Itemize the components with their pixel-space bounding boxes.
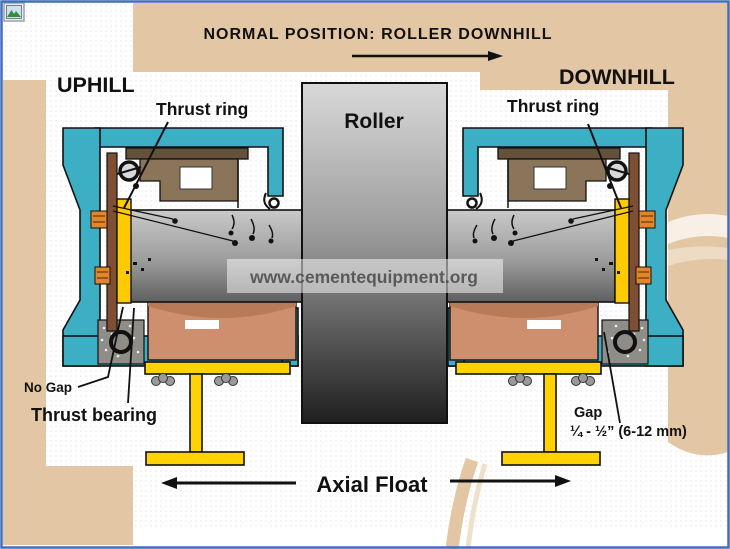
no-gap-pointer <box>77 306 124 388</box>
right-band-stripe-light <box>668 214 728 244</box>
bottom-swoosh <box>445 457 479 549</box>
thrust-bearing-pointer <box>127 307 135 404</box>
uphill-label: UPHILL <box>57 73 135 97</box>
gap-pointer <box>603 331 621 424</box>
downhill-label: DOWNHILL <box>559 65 675 89</box>
axial-float-label: Axial Float <box>316 472 428 497</box>
right-band-stripe-mid <box>668 246 728 266</box>
watermark-band <box>227 259 503 293</box>
thrust-bearing-label: Thrust bearing <box>31 405 157 425</box>
no-gap-label: No Gap <box>24 380 72 395</box>
thrust-ring-left-label: Thrust ring <box>156 99 248 119</box>
roller-body <box>301 82 448 424</box>
roller-label: Roller <box>344 110 404 133</box>
bottom-swoosh-highlight <box>465 463 488 549</box>
downhill-direction-arrow <box>352 51 503 61</box>
template-decor <box>3 3 728 549</box>
image-placeholder-icon[interactable] <box>3 2 25 22</box>
thrust-ring-right-pointer <box>587 123 622 209</box>
thrust-ring-left-pointer <box>123 121 169 209</box>
axial-float-left-arrow <box>161 477 296 489</box>
right-band-bottom-curve <box>668 438 728 456</box>
gap-label: Gap <box>574 405 602 421</box>
slide-title: NORMAL POSITION: ROLLER DOWNHILL <box>203 26 552 43</box>
thrust-ring-right-label: Thrust ring <box>507 96 599 116</box>
watermark-text: www.cementequipment.org <box>249 267 478 287</box>
axial-float-right-arrow <box>450 475 571 487</box>
bottom-left-tan-block <box>3 466 133 545</box>
gap-value-label: ¼ - ½” (6-12 mm) <box>570 424 687 440</box>
